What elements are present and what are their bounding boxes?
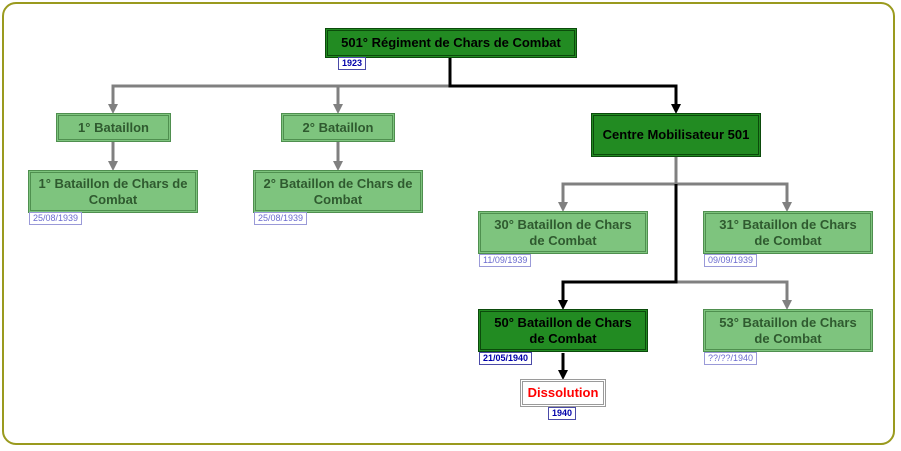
node-centre-mobilisateur: Centre Mobilisateur 501 xyxy=(591,113,761,157)
node-bcc-30-label: 30° Bataillon de Chars de Combat xyxy=(494,216,632,248)
node-bcc-30: 30° Bataillon de Chars de Combat xyxy=(478,211,648,254)
node-bataillon-1-label: 1° Bataillon xyxy=(78,119,149,135)
node-bcc-31: 31° Bataillon de Chars de Combat xyxy=(703,211,873,254)
date-bcc-53: ??/??/1940 xyxy=(704,352,758,365)
link-cm501-bcc30 xyxy=(558,156,678,212)
node-bcc-50: 50° Bataillon de Chars de Combat xyxy=(478,309,648,352)
link-root-cm501 xyxy=(448,57,681,114)
date-bcc-50: 21/05/1940 xyxy=(479,352,533,365)
node-bcc-31-label: 31° Bataillon de Chars de Combat xyxy=(719,216,857,248)
node-bcc-50-label: 50° Bataillon de Chars de Combat xyxy=(494,314,632,346)
date-bcc-1: 25/08/1939 xyxy=(29,212,83,225)
node-regiment-label: 501° Régiment de Chars de Combat xyxy=(341,35,561,50)
link-root-bat1 xyxy=(108,57,452,114)
node-bataillon-2-label: 2° Bataillon xyxy=(302,119,374,135)
node-regiment: 501° Régiment de Chars de Combat xyxy=(325,28,577,58)
node-dissolution: Dissolution xyxy=(520,379,606,407)
node-bataillon-1: 1° Bataillon xyxy=(56,113,171,142)
node-bcc-2: 2° Bataillon de Chars de Combat xyxy=(253,170,423,213)
node-bcc-2-label: 2° Bataillon de Chars de Combat xyxy=(263,175,413,207)
node-bcc-1: 1° Bataillon de Chars de Combat xyxy=(28,170,198,213)
date-dissolution: 1940 xyxy=(548,407,577,420)
date-regiment: 1923 xyxy=(338,57,367,70)
date-bcc-31: 09/09/1939 xyxy=(704,254,758,267)
node-bcc-1-label: 1° Bataillon de Chars de Combat xyxy=(38,175,188,207)
link-cm501-bcc50 xyxy=(558,184,678,310)
node-bcc-53-label: 53° Bataillon de Chars de Combat xyxy=(719,314,857,346)
node-bataillon-2: 2° Bataillon xyxy=(281,113,395,142)
link-cm501-bcc53 xyxy=(676,280,792,310)
date-bcc-2: 25/08/1939 xyxy=(254,212,308,225)
date-bcc-30: 11/09/1939 xyxy=(479,254,532,267)
node-bcc-53: 53° Bataillon de Chars de Combat xyxy=(703,309,873,352)
node-centre-mobilisateur-label: Centre Mobilisateur 501 xyxy=(602,127,750,142)
node-dissolution-label: Dissolution xyxy=(527,385,599,400)
link-cm501-bcc31 xyxy=(676,182,792,212)
